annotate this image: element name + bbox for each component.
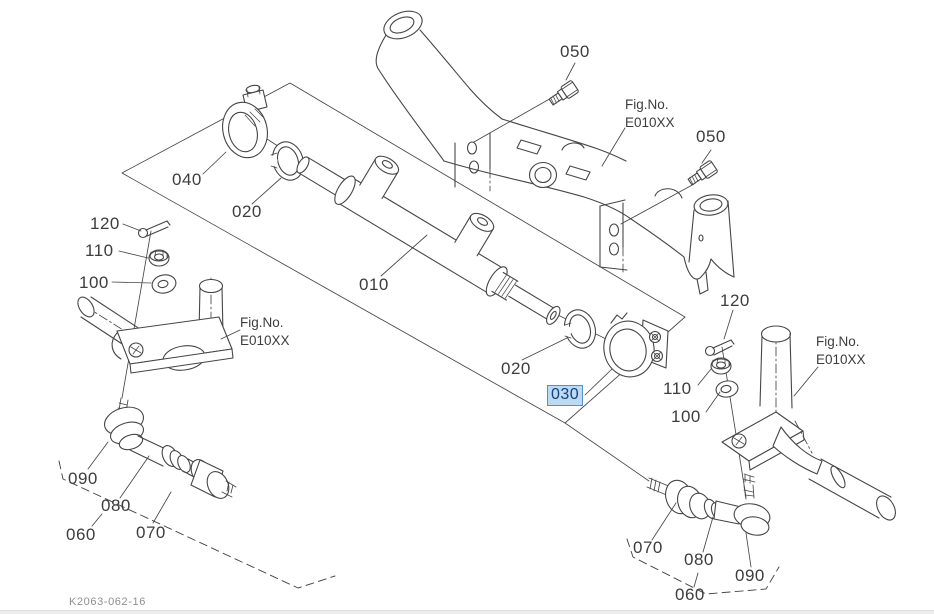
cylinder-band-bracket-drawing [222, 84, 268, 159]
fig-ref-line1: Fig.No. [816, 334, 860, 349]
callout-070-bottom-left[interactable]: 070 [136, 523, 166, 542]
callout-100-right[interactable]: 100 [671, 407, 701, 426]
callout-040[interactable]: 040 [172, 170, 202, 189]
washer-left-drawing [151, 274, 177, 294]
front-axle-frame-drawing [375, 10, 735, 295]
castle-nut-left-drawing [148, 249, 170, 267]
page-bottom-edge [0, 610, 934, 614]
callout-080-bottom-left[interactable]: 080 [101, 496, 131, 515]
callout-070-bottom-right[interactable]: 070 [633, 538, 663, 557]
leader-lines [87, 62, 819, 588]
fig-ref-line2: E010XX [816, 351, 866, 367]
bolt-050-top-drawing [548, 80, 579, 106]
callout-110-left[interactable]: 110 [85, 241, 114, 260]
callout-050-right[interactable]: 050 [696, 127, 726, 146]
fig-ref-left: Fig.No. E010XX [240, 314, 290, 349]
callout-100-left[interactable]: 100 [79, 273, 109, 292]
callout-080-bottom-right[interactable]: 080 [684, 550, 714, 569]
fig-ref-line1: Fig.No. [625, 97, 669, 112]
fig-ref-top: Fig.No. E010XX [625, 96, 675, 131]
snap-ring-left-drawing [266, 141, 305, 181]
cylinder-mount-bracket-drawing [603, 312, 669, 378]
right-tie-rod-end-drawing [646, 473, 771, 536]
callout-090-bottom-left[interactable]: 090 [68, 469, 98, 488]
fig-ref-line1: Fig.No. [240, 315, 284, 330]
callout-030-selected[interactable]: 030 [547, 385, 584, 406]
bolt-050-right-drawing [687, 160, 718, 186]
callout-060-bottom-right[interactable]: 060 [675, 585, 705, 604]
callout-090-bottom-right[interactable]: 090 [735, 566, 765, 585]
cotter-pin-right-drawing [704, 339, 735, 357]
fig-ref-line2: E010XX [240, 332, 290, 348]
drawing-code: K2063-062-16 [69, 596, 146, 608]
callout-060-bottom-left[interactable]: 060 [66, 525, 96, 544]
steering-cylinder-drawing [296, 155, 561, 325]
callout-020-left[interactable]: 020 [232, 202, 262, 221]
callout-110-right[interactable]: 110 [663, 379, 692, 398]
washer-right-drawing [715, 380, 739, 398]
callout-010[interactable]: 010 [359, 275, 389, 294]
callout-020-mid[interactable]: 020 [501, 359, 531, 378]
left-knuckle-drawing [77, 277, 234, 374]
group-box-dashed-lines [58, 460, 780, 595]
snap-ring-mid-drawing [560, 309, 597, 349]
right-knuckle-drawing [721, 325, 896, 521]
left-tie-rod-end-drawing [104, 397, 237, 499]
castle-nut-right-drawing [710, 357, 732, 375]
callout-120-left[interactable]: 120 [90, 214, 120, 233]
cotter-pin-left-drawing [137, 220, 171, 239]
fig-ref-right: Fig.No. E010XX [816, 333, 866, 368]
callout-120-right[interactable]: 120 [720, 291, 750, 310]
fig-ref-line2: E010XX [625, 114, 675, 130]
callout-050-top[interactable]: 050 [560, 42, 590, 61]
